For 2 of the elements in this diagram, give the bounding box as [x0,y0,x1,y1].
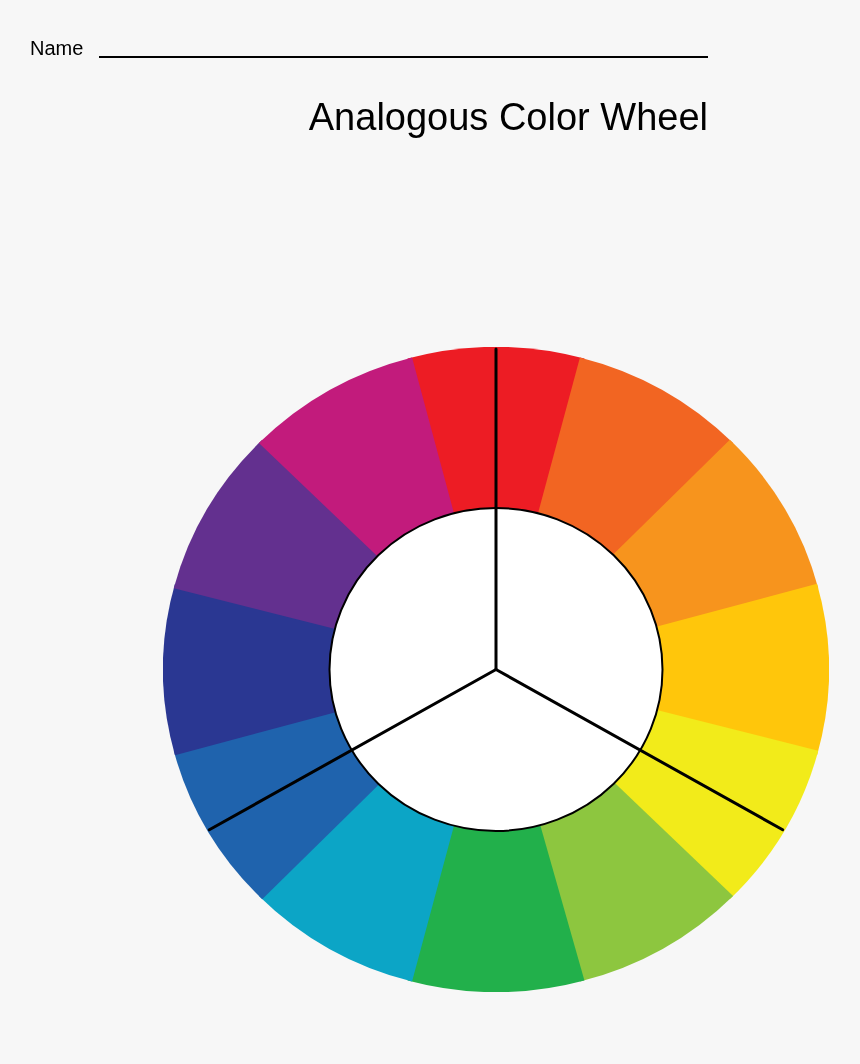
field-label: Name [30,36,84,61]
title: Analogous Color Wheel [308,95,708,140]
